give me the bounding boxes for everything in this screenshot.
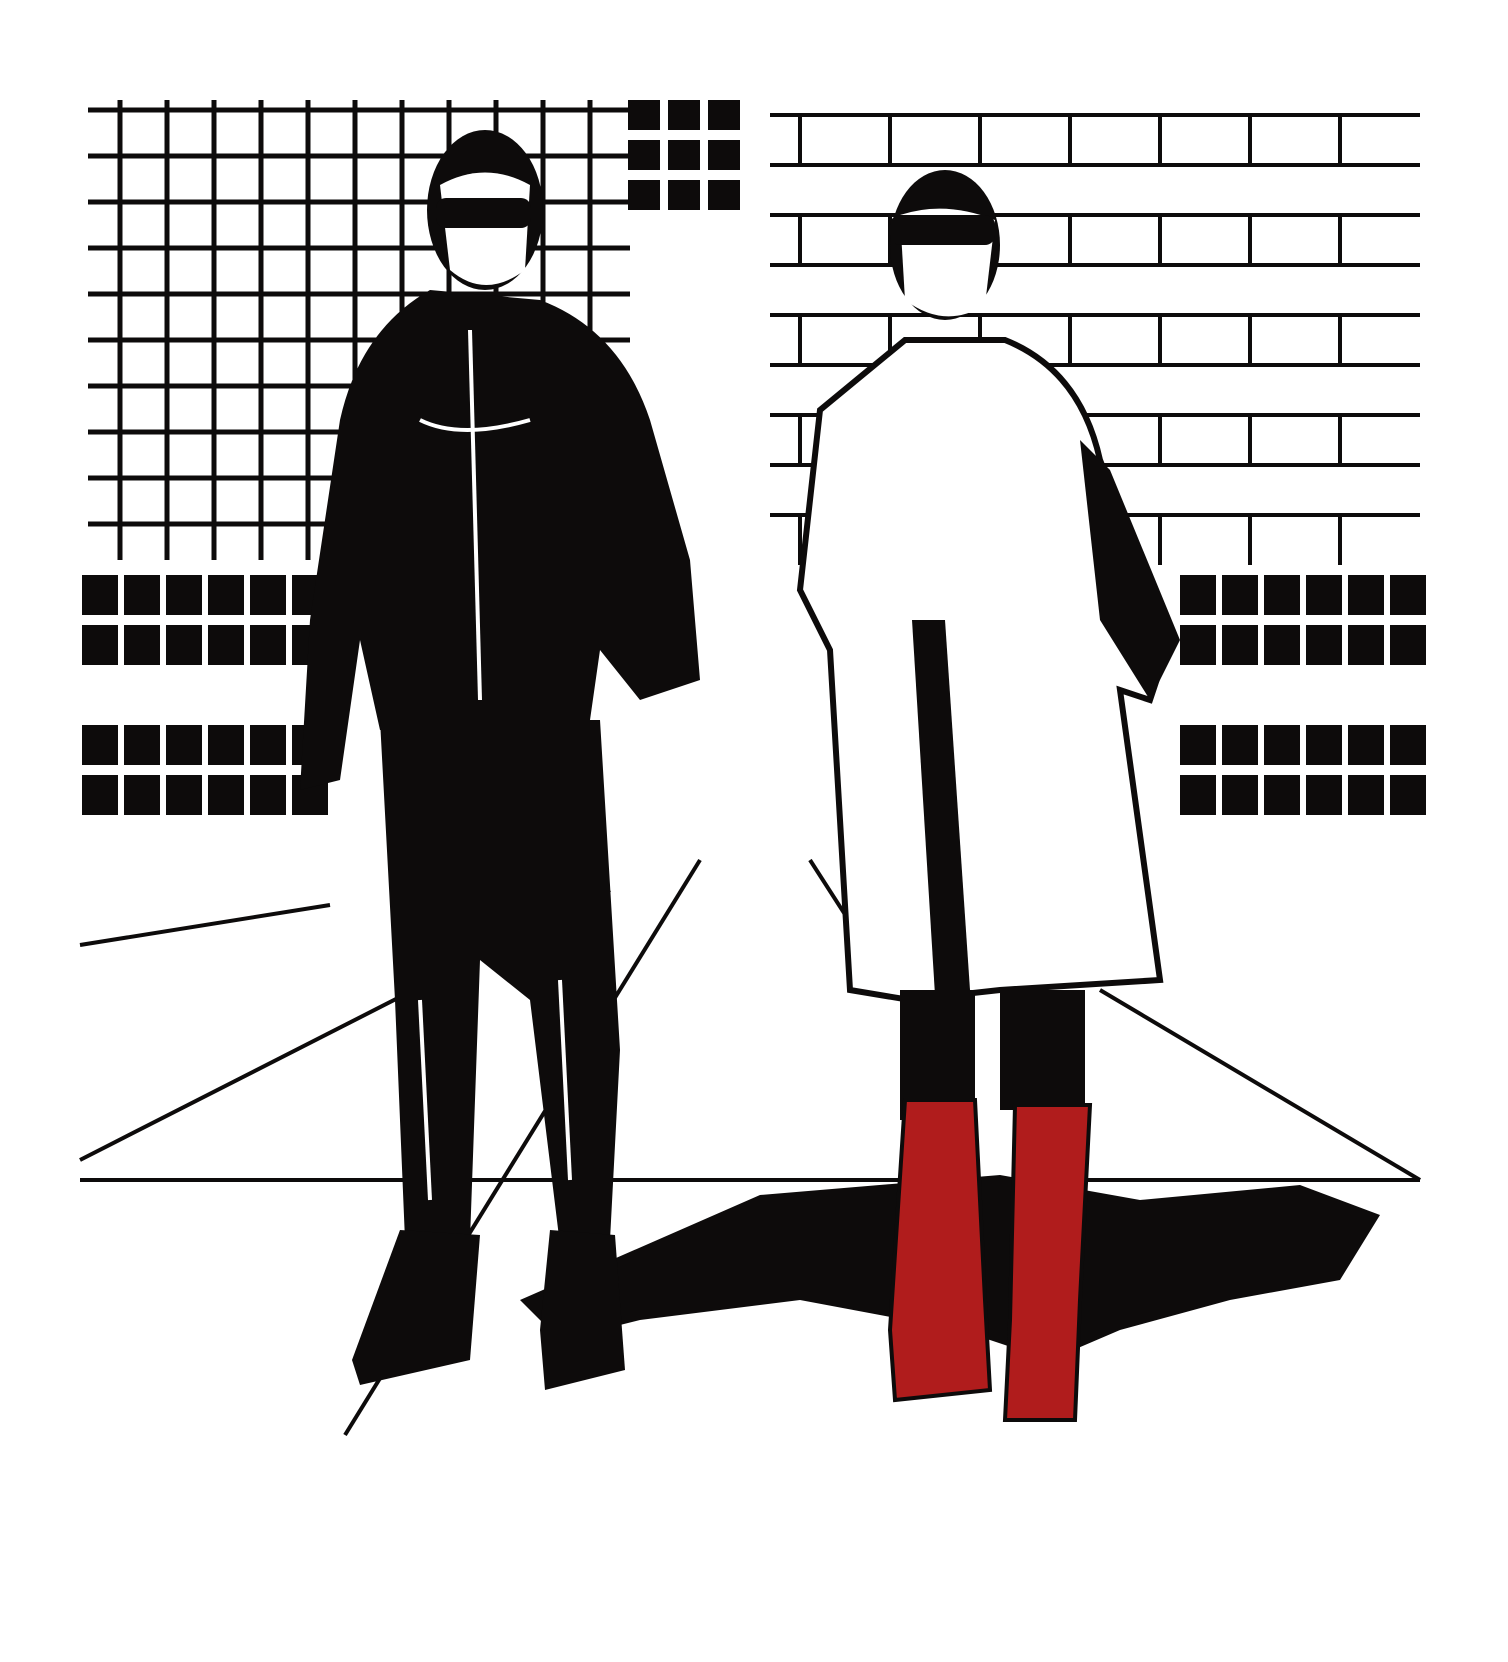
dark-window (708, 180, 740, 210)
dark-window (1390, 625, 1426, 665)
coat-front-edge (912, 620, 970, 995)
dark-window (124, 575, 160, 615)
dark-window (208, 725, 244, 765)
dark-window (208, 575, 244, 615)
dark-window-band (82, 100, 1426, 815)
man-sunglasses (436, 198, 531, 228)
dark-window (1348, 625, 1384, 665)
dark-window (166, 625, 202, 665)
dark-window (1180, 725, 1216, 765)
dark-window (1348, 725, 1384, 765)
dark-window (668, 140, 700, 170)
dark-window (1306, 575, 1342, 615)
dark-window (124, 725, 160, 765)
dark-window (166, 725, 202, 765)
woman-sunglasses (890, 215, 995, 245)
man-jacket (300, 290, 700, 790)
dark-window (208, 625, 244, 665)
woman-right-leg (1000, 990, 1085, 1110)
dark-window (1264, 775, 1300, 815)
dark-window (124, 775, 160, 815)
dark-window (1222, 725, 1258, 765)
dark-window (628, 140, 660, 170)
man-figure (300, 130, 700, 1390)
woman-figure (796, 170, 1180, 1422)
dark-window (1348, 575, 1384, 615)
dark-window (1180, 625, 1216, 665)
dark-window (1264, 725, 1300, 765)
dark-window (250, 775, 286, 815)
dark-window (1180, 775, 1216, 815)
woman-left-red-boot (887, 1098, 993, 1403)
dark-window (250, 625, 286, 665)
dark-window (1306, 775, 1342, 815)
dark-window (1306, 625, 1342, 665)
dark-window (1180, 575, 1216, 615)
dark-window (1264, 625, 1300, 665)
dark-window (166, 575, 202, 615)
man-jeans (380, 720, 620, 1245)
dark-window (82, 775, 118, 815)
woman-coat (796, 337, 1174, 1004)
dark-window (82, 625, 118, 665)
dark-window (1264, 575, 1300, 615)
dark-window (1222, 775, 1258, 815)
dark-window (250, 725, 286, 765)
dark-window (208, 775, 244, 815)
dark-window (628, 180, 660, 210)
dark-window (1390, 775, 1426, 815)
dark-window (82, 725, 118, 765)
dark-window (668, 180, 700, 210)
dark-window (1306, 725, 1342, 765)
dark-window (708, 140, 740, 170)
pavement-lines (79, 858, 1422, 1437)
coat-handbag-strap (1080, 440, 1180, 700)
dark-window (628, 100, 660, 130)
dark-window (82, 575, 118, 615)
dark-window (124, 625, 160, 665)
dark-window (708, 100, 740, 130)
dark-window (250, 575, 286, 615)
woman-right-red-boot (1002, 1103, 1093, 1422)
man-left-shoe (352, 1230, 480, 1385)
dark-window (1222, 575, 1258, 615)
dark-window (1222, 625, 1258, 665)
man-right-shoe (540, 1230, 625, 1390)
dark-window (1390, 575, 1426, 615)
dark-window (1390, 725, 1426, 765)
dark-window (1348, 775, 1384, 815)
dark-window (668, 100, 700, 130)
dark-window (166, 775, 202, 815)
man-face (440, 172, 530, 285)
